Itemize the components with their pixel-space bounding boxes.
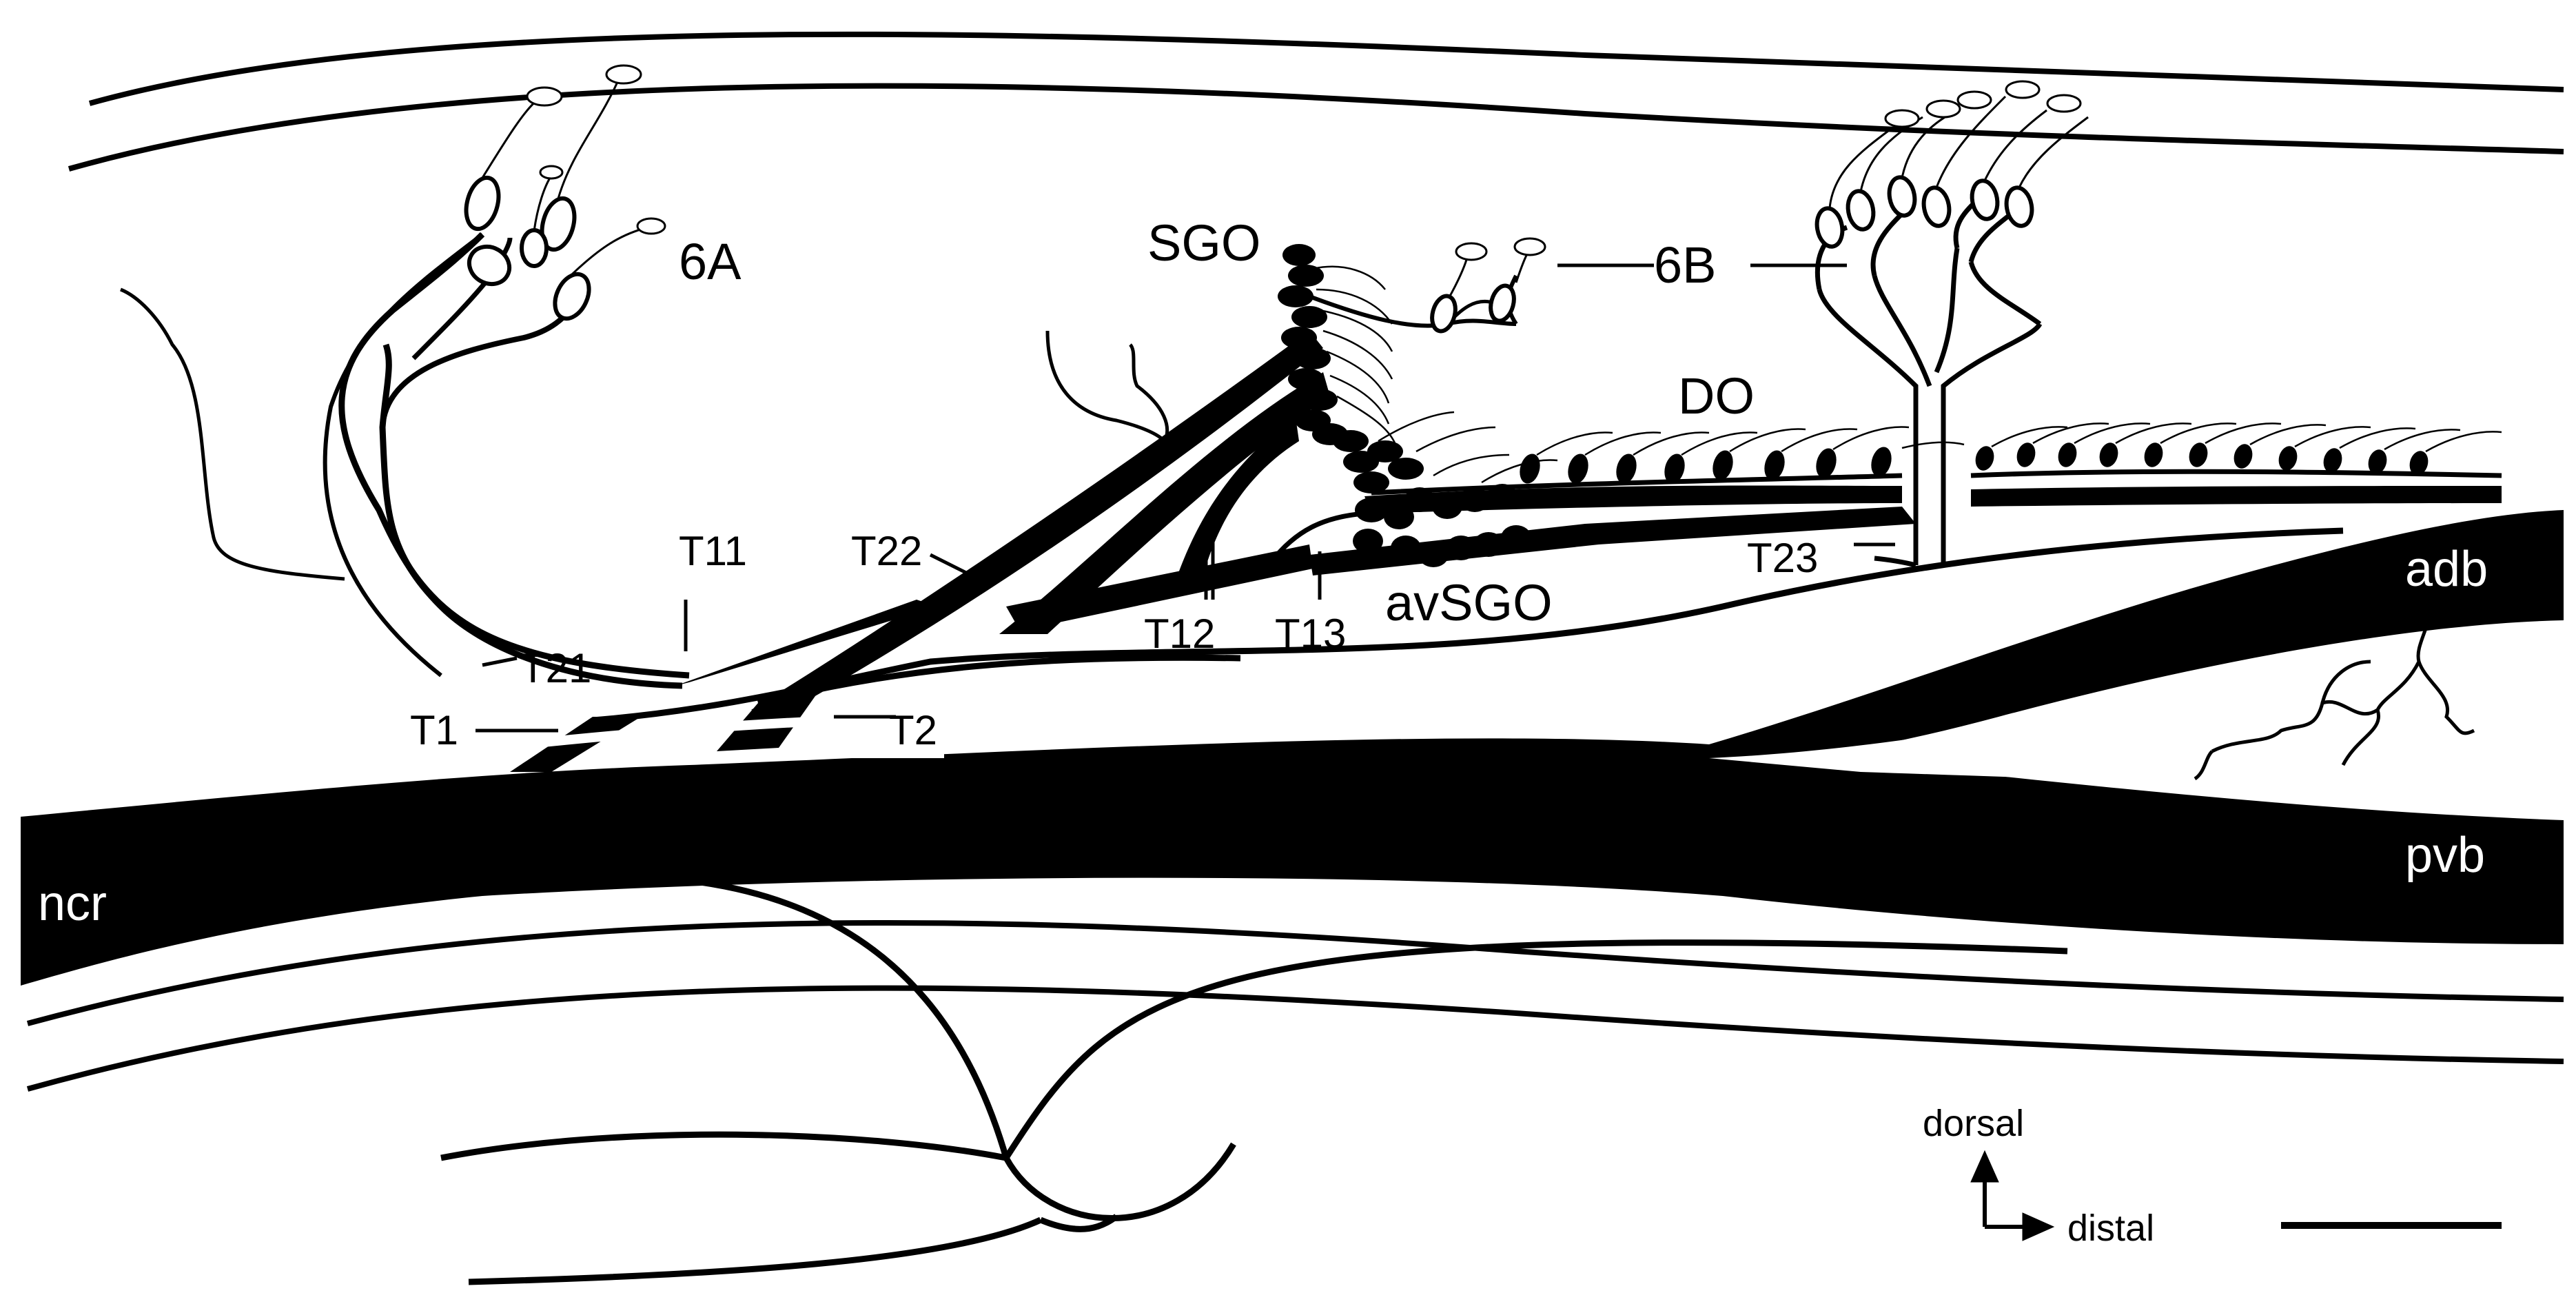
label-t2: T2 (889, 707, 937, 753)
label-6b: 6B (1654, 236, 1717, 294)
label-t21: T21 (520, 645, 591, 691)
label-ncr: ncr (38, 876, 107, 931)
sgo-top-cells (1430, 283, 1516, 334)
lower-branch (440, 873, 2068, 1285)
left-nerves-t21 (120, 232, 690, 689)
label-pvb: pvb (2405, 828, 2485, 883)
label-dorsal: dorsal (1923, 1103, 2024, 1144)
label-do: DO (1678, 367, 1755, 425)
orientation-arrows (1970, 1150, 2055, 1241)
root-gap (523, 715, 841, 749)
nerve-branch-adb (1709, 510, 2564, 762)
label-t12: T12 (1144, 611, 1215, 657)
nerve-6b (1815, 191, 2043, 568)
label-t11: T11 (679, 528, 747, 574)
label-t1: T1 (410, 707, 458, 753)
label-6a: 6A (679, 233, 742, 290)
branch-t11 (675, 600, 937, 686)
sgo-cells (1278, 244, 1424, 493)
fibers-6b (1828, 95, 2089, 209)
endings-6a (526, 64, 666, 235)
cuticle-top (68, 31, 2564, 172)
sgo-top-endings (1455, 237, 1546, 261)
label-t13: T13 (1275, 611, 1346, 657)
arrow-up-icon (1970, 1150, 1999, 1183)
label-t22: T22 (851, 528, 922, 574)
do-cells (1520, 442, 2429, 484)
do-nerve-bar-right (1971, 486, 2502, 507)
label-adb: adb (2405, 542, 2488, 597)
arrow-right-icon (2022, 1212, 2055, 1241)
cells-6a (464, 175, 591, 321)
label-pointers (476, 263, 1895, 733)
endings-6b (1884, 80, 2082, 128)
label-sgo: SGO (1147, 214, 1260, 272)
t2-label-box (841, 717, 944, 758)
avsgo-cells (1353, 484, 1531, 567)
sensory-hairs (1312, 265, 2502, 484)
branch-t22 (751, 331, 1330, 717)
nerve-trunk-ncr-pvb (21, 738, 2564, 986)
label-avsgo: avSGO (1385, 574, 1553, 631)
label-distal: distal (2067, 1208, 2154, 1249)
small-nerve-sgo (1045, 330, 1169, 445)
branch-t13-curve (1269, 511, 1365, 564)
cuticle-bottom (26, 919, 2564, 1092)
label-t23: T23 (1747, 535, 1818, 581)
do-upper-line-right (1970, 469, 2502, 478)
terminal-branches (2194, 606, 2475, 781)
cells-6b (1815, 175, 2034, 249)
